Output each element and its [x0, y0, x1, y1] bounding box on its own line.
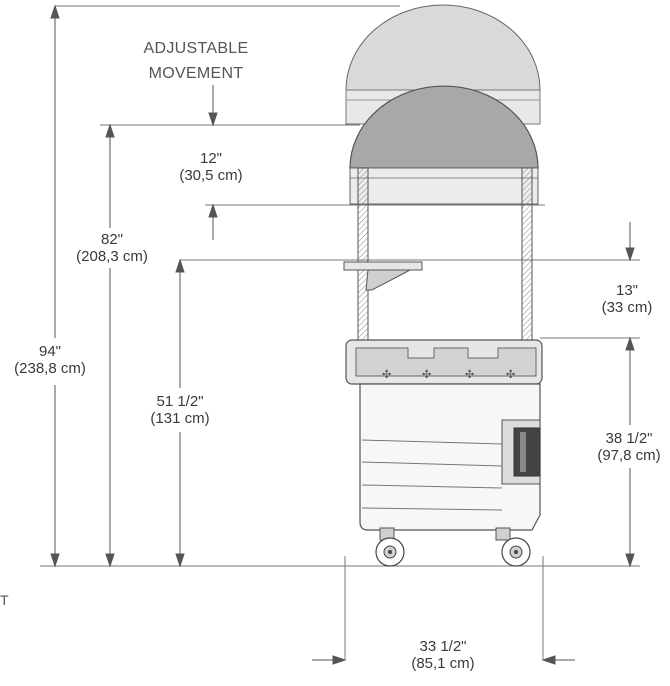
counter-height-label: 38 1/2" (97,8 cm) — [597, 430, 660, 465]
cart-counter: ✣ ✣ ✣ ✣ — [345, 339, 543, 385]
arrow-head — [625, 336, 635, 351]
right-post — [521, 167, 533, 341]
svg-text:✣: ✣ — [382, 368, 391, 381]
overall-height-cm: (238,8 cm) — [14, 360, 86, 378]
arrow-head — [332, 655, 347, 665]
arrow-head — [175, 258, 185, 273]
svg-text:✣: ✣ — [465, 368, 474, 381]
canopy-travel-label: 12" (30,5 cm) — [179, 150, 242, 185]
arrow-head — [175, 553, 185, 568]
shelf-height-cm: (131 cm) — [150, 410, 210, 428]
overall-height-label: 94" (238,8 cm) — [14, 343, 86, 378]
overall-height-in: 94" — [38, 343, 62, 360]
cart-body — [359, 383, 541, 531]
arrow-head — [208, 112, 218, 127]
canopy-travel-in: 12" — [199, 150, 223, 167]
arrow-head — [208, 203, 218, 218]
arrow-head — [541, 655, 556, 665]
width-label: 33 1/2" (85,1 cm) — [411, 638, 474, 673]
arrow-head — [105, 553, 115, 568]
cropped-edge-text: T — [0, 592, 9, 608]
shelf-gap-in: 13" — [615, 282, 638, 299]
shelf-bracket — [343, 261, 423, 291]
canopy-travel-cm: (30,5 cm) — [179, 167, 243, 185]
left-post — [357, 167, 369, 341]
arrow-head — [105, 123, 115, 138]
canopy-low-height-label: 82" (208,3 cm) — [76, 231, 148, 266]
arrow-head — [625, 553, 635, 568]
adjustable-line2: MOVEMENT — [148, 65, 244, 83]
arrow-head — [50, 553, 60, 568]
width-in: 33 1/2" — [419, 638, 467, 655]
counter-height-in: 38 1/2" — [605, 430, 653, 447]
adjustable-line1: ADJUSTABLE — [143, 40, 249, 57]
lowered-canopy — [349, 85, 539, 205]
shelf-height-label: 51 1/2" (131 cm) — [150, 393, 209, 428]
adjustable-movement-label: ADJUSTABLE MOVEMENT — [144, 40, 249, 84]
extension-lines — [40, 5, 640, 660]
casters — [375, 527, 531, 567]
shelf-gap-cm: (33 cm) — [601, 299, 653, 317]
svg-text:✣: ✣ — [506, 368, 515, 381]
svg-text:✣: ✣ — [422, 368, 431, 381]
shelf-gap-label: 13" (33 cm) — [602, 282, 653, 317]
arrow-head — [625, 247, 635, 262]
width-cm: (85,1 cm) — [411, 655, 475, 673]
shelf-height-in: 51 1/2" — [156, 393, 204, 410]
canopy-low-height-in: 82" — [100, 231, 124, 248]
canopy-low-height-cm: (208,3 cm) — [76, 248, 148, 266]
counter-height-cm: (97,8 cm) — [597, 447, 661, 465]
dimension-lines — [50, 4, 635, 665]
arrow-head — [50, 4, 60, 19]
